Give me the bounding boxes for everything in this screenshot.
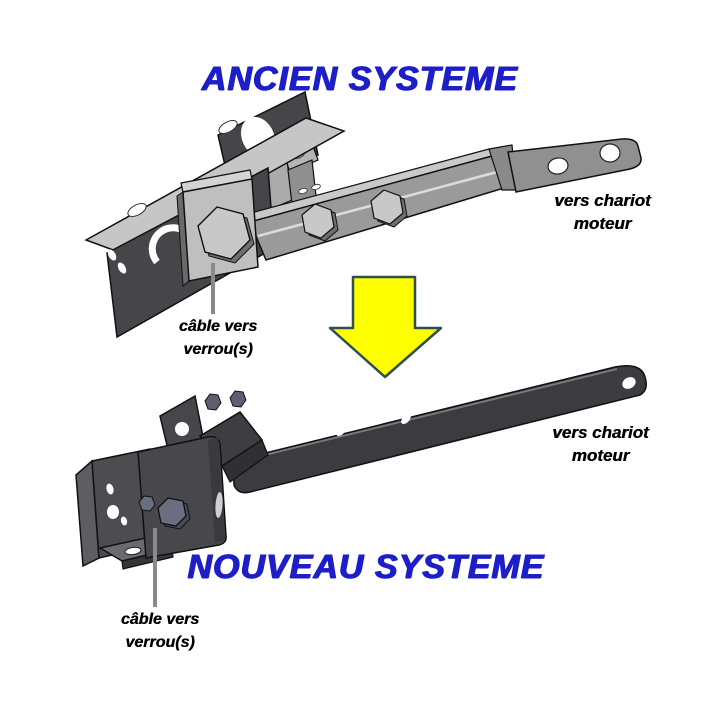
old-flange-hole [127, 203, 147, 217]
new-lbracket-hole [106, 483, 114, 495]
old-cable-label-line2: verrou(s) [183, 341, 253, 358]
new-bar-top-highlight [235, 368, 618, 463]
old-plate-small-hole [117, 262, 127, 274]
old-carriage-label-line1: vers chariot [554, 191, 651, 210]
down-arrow-icon [328, 275, 443, 379]
new-foot-hole [124, 546, 142, 556]
old-system-illustration [84, 90, 642, 339]
new-clamp-nut [229, 390, 247, 408]
new-system-title: NOUVEAU SYSTEME [187, 548, 545, 586]
old-arm-small-hole [311, 183, 321, 191]
new-lbracket-hole [107, 505, 119, 519]
old-carriage-label: vers chariot moteur [520, 189, 685, 235]
new-clamp-hole [175, 422, 189, 436]
new-carriage-label-line2: moteur [571, 446, 630, 465]
new-bracket-slot [215, 492, 223, 518]
new-main-bolt [157, 497, 191, 530]
old-tip-hole [547, 157, 569, 175]
old-flange-hole [218, 120, 238, 134]
new-bar-hole [336, 425, 346, 437]
old-beam-bolt [301, 203, 339, 242]
new-clamp-side [221, 439, 269, 483]
old-system-title: ANCIEN SYSTEME [201, 60, 519, 98]
new-system-illustration [75, 365, 647, 607]
old-beam-bolt [370, 189, 408, 228]
old-cable-label: câble vers verrou(s) [138, 315, 298, 361]
new-front-bracket-shade [208, 437, 225, 543]
new-front-bracket [137, 435, 227, 559]
new-bar [232, 365, 647, 494]
new-small-bolt [138, 495, 156, 512]
old-tip-bar [507, 138, 642, 193]
new-bar-end-hole [622, 377, 636, 389]
new-cable-label: câble vers verrou(s) [80, 608, 240, 654]
new-clamp-nut [204, 393, 222, 411]
old-plate-small-hole [107, 249, 117, 261]
new-lbracket-hole [120, 516, 128, 526]
old-arm-small-hole [298, 187, 308, 195]
old-main-bolt [197, 206, 255, 264]
new-carriage-label-line1: vers chariot [552, 423, 649, 442]
new-bar-hole [401, 413, 411, 425]
old-tip-hole [599, 143, 621, 163]
new-cable-label-line1: câble vers [120, 611, 200, 628]
new-bar-hole [272, 438, 282, 450]
new-cable-label-line2: verrou(s) [125, 634, 195, 651]
old-carriage-label-line2: moteur [573, 214, 632, 233]
old-cable-label-line1: câble vers [178, 318, 258, 335]
new-carriage-label: vers chariot moteur [518, 421, 683, 467]
